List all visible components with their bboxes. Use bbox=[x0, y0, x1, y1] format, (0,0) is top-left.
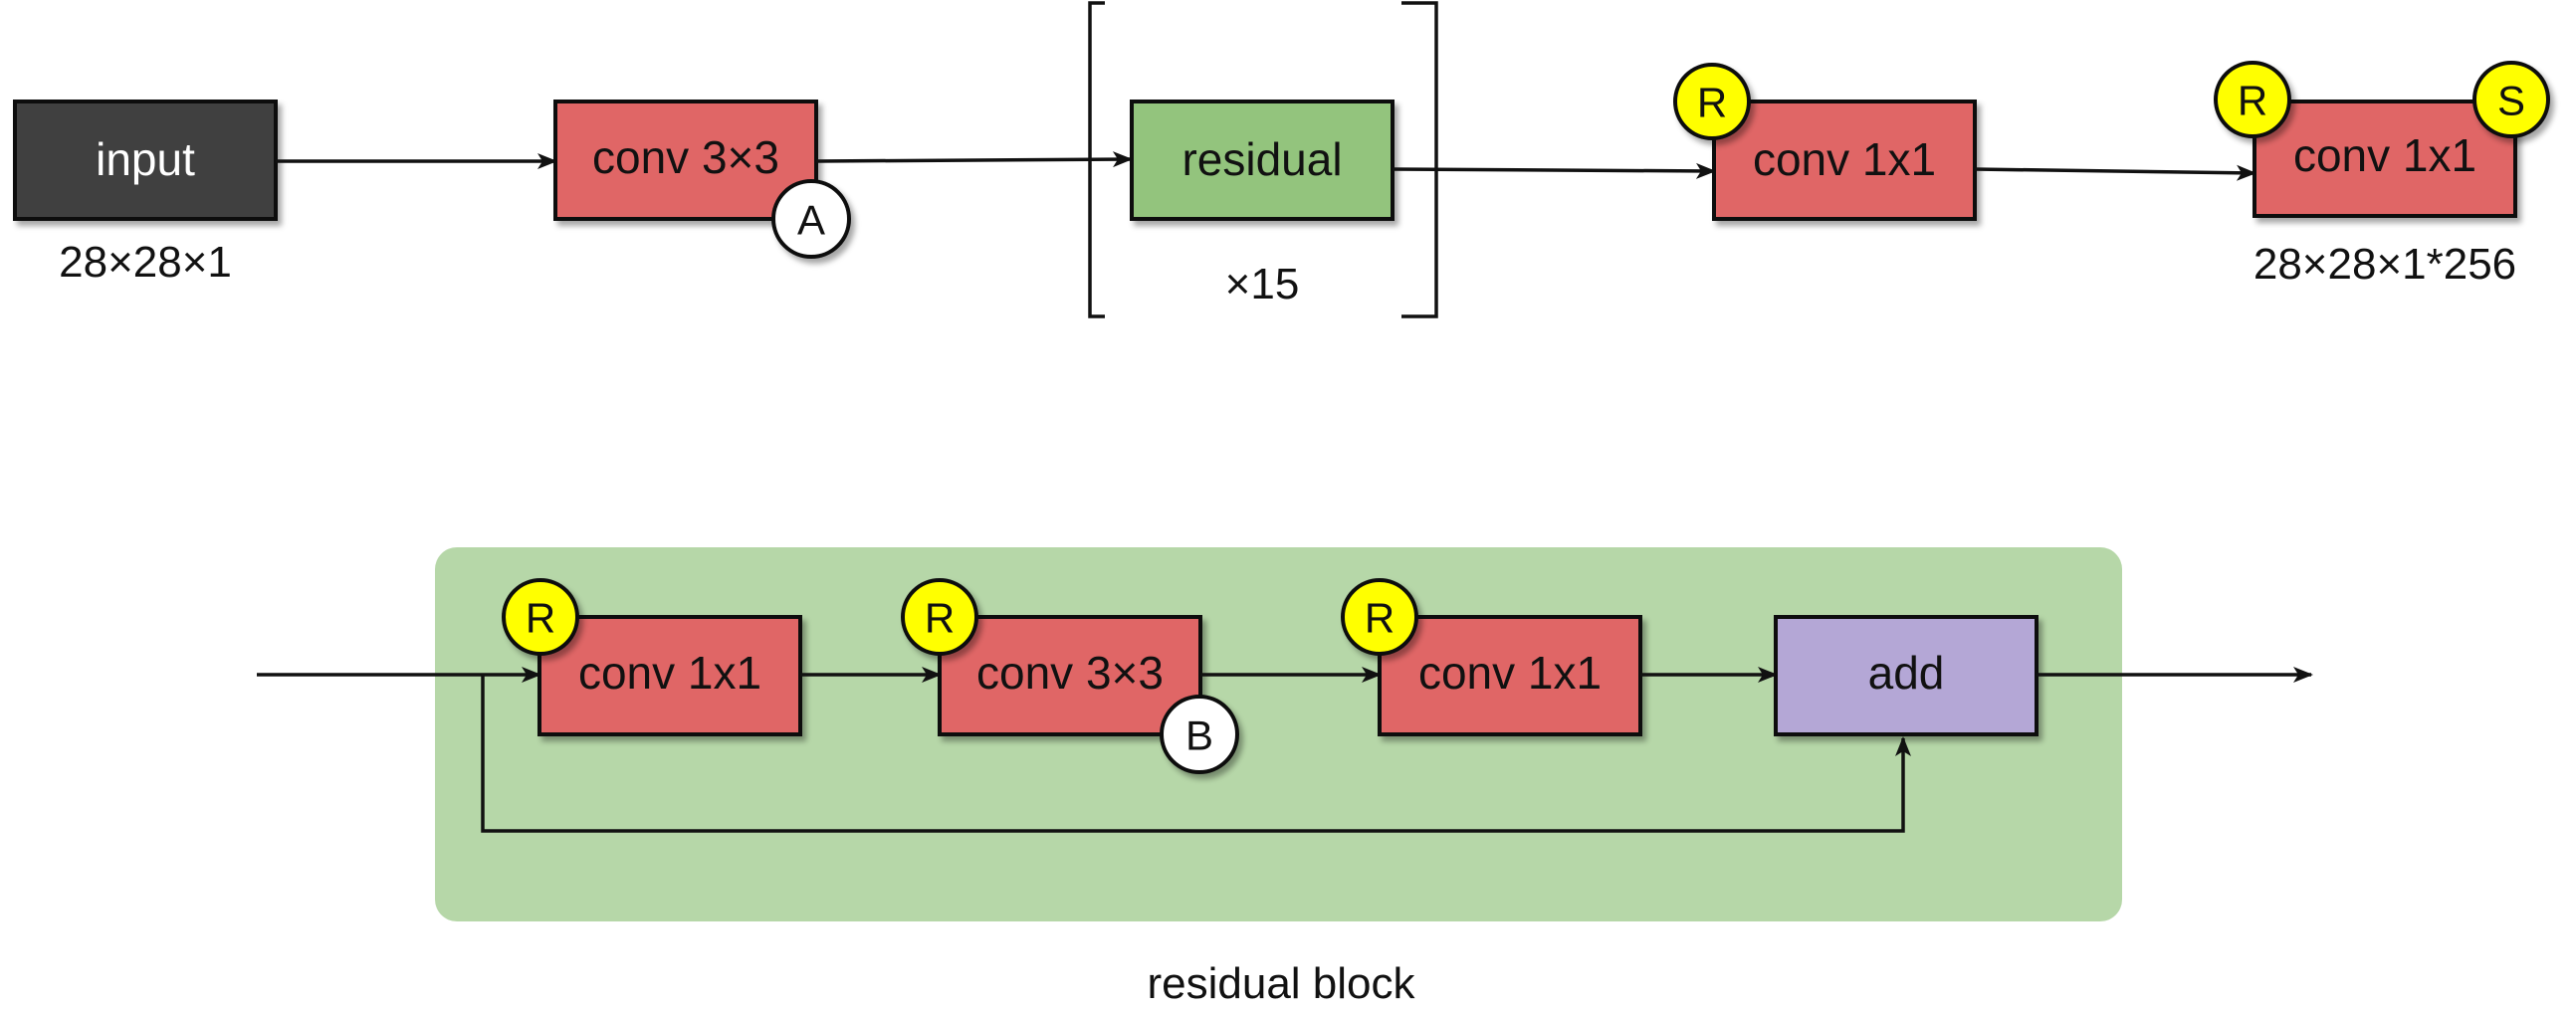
output-dims-label: 28×28×1*256 bbox=[2254, 240, 2516, 289]
edge-conv-a-to-residual bbox=[815, 151, 1133, 168]
badge-r-top: R bbox=[1673, 63, 1751, 140]
input-label: input bbox=[96, 133, 195, 185]
conv-r-node: conv 1x1 bbox=[1712, 100, 1977, 221]
input-node: input bbox=[13, 100, 278, 221]
badge-b-text: B bbox=[1185, 712, 1213, 759]
repeat-count-label: ×15 bbox=[1225, 260, 1300, 308]
conv-r-label: conv 1x1 bbox=[1753, 133, 1936, 185]
repeat-bracket bbox=[1088, 1, 1438, 318]
badge-a-text: A bbox=[797, 197, 825, 244]
edge-conv-r-to-conv-rs bbox=[1974, 164, 2256, 181]
badge-s-text: S bbox=[2497, 78, 2525, 124]
badge-s: S bbox=[2472, 61, 2550, 138]
block-conv2-node: conv 3×3 bbox=[938, 615, 1202, 736]
badge-r-block3: R bbox=[1341, 578, 1418, 656]
conv-a-node: conv 3×3 bbox=[553, 100, 818, 221]
badge-r-top-text: R bbox=[1697, 80, 1727, 126]
conv-a-label: conv 3×3 bbox=[592, 131, 779, 183]
badge-r-block2-text: R bbox=[925, 595, 955, 642]
add-label: add bbox=[1868, 647, 1945, 699]
badge-r-right: R bbox=[2214, 61, 2291, 138]
block-conv1-node: conv 1x1 bbox=[537, 615, 802, 736]
block-conv2-label: conv 3×3 bbox=[976, 647, 1164, 699]
block-conv3-node: conv 1x1 bbox=[1378, 615, 1642, 736]
residual-block-background bbox=[435, 547, 2122, 921]
badge-a: A bbox=[771, 179, 851, 259]
edge-skip-connection bbox=[481, 675, 1911, 833]
conv-rs-label: conv 1x1 bbox=[2293, 129, 2476, 181]
block-conv3-label: conv 1x1 bbox=[1418, 647, 1602, 699]
badge-r-block2: R bbox=[901, 578, 978, 656]
add-node: add bbox=[1774, 615, 2039, 736]
badge-r-block1: R bbox=[502, 578, 579, 656]
badge-r-block1-text: R bbox=[526, 595, 555, 642]
input-dims-label: 28×28×1 bbox=[59, 238, 232, 287]
residual-block-caption: residual block bbox=[1147, 959, 1415, 1008]
badge-b: B bbox=[1160, 695, 1239, 774]
residual-label: residual bbox=[1181, 133, 1342, 185]
residual-node: residual bbox=[1130, 100, 1395, 221]
badge-r-right-text: R bbox=[2238, 78, 2267, 124]
edge-residual-to-conv-r bbox=[1392, 162, 1716, 179]
badge-r-block3-text: R bbox=[1365, 595, 1395, 642]
block-conv1-label: conv 1x1 bbox=[578, 647, 761, 699]
conv-rs-node: conv 1x1 bbox=[2253, 100, 2517, 218]
